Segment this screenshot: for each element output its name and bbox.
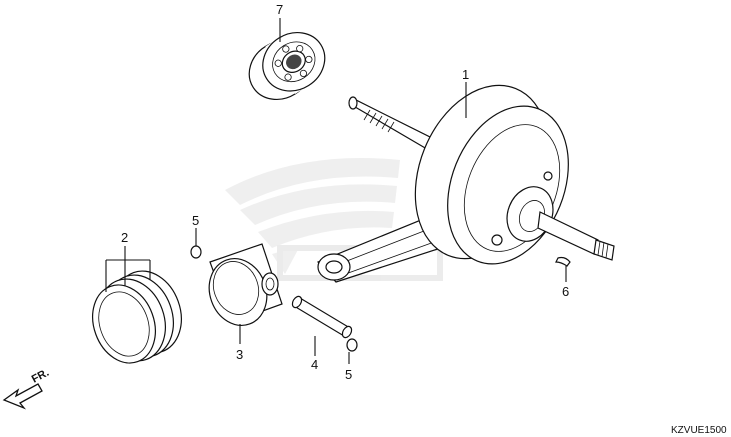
pin-clip-upper [190,245,202,259]
crankshaft [316,84,615,283]
woodruff-key [555,256,571,267]
callout-6: 6 [562,284,569,299]
callout-5-upper: 5 [192,213,199,228]
callout-3: 3 [236,347,243,362]
direction-label: FR. [30,367,51,386]
callout-2: 2 [121,230,128,245]
diagram-code: KZVUE1500 [671,425,727,436]
pin-clip-lower [346,338,358,352]
piston-ring-set [92,270,182,364]
piston [208,243,283,326]
callout-7: 7 [276,2,283,17]
callout-4: 4 [311,357,318,372]
radial-ball-bearing [248,31,326,101]
leader-lines [105,18,567,364]
callout-1: 1 [462,67,469,82]
callout-5-lower: 5 [345,367,352,382]
direction-indicator: FR. [2,367,51,410]
piston-pin [291,295,353,339]
arrow-icon [2,383,43,410]
